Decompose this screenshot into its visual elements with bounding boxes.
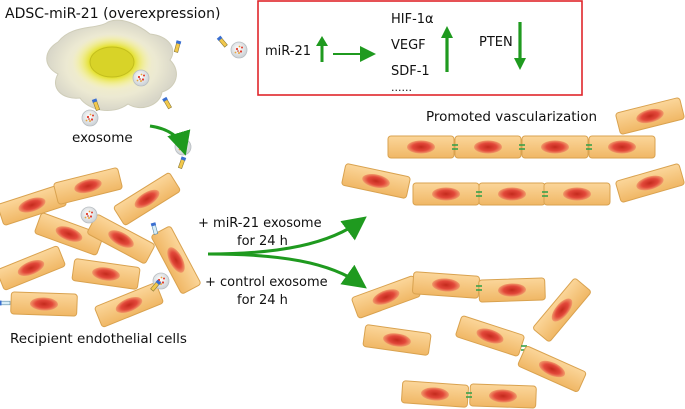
target-hif1a: HIF-1α — [391, 12, 434, 27]
recipient-label: Recipient endothelial cells — [10, 331, 187, 347]
endothelial-cell-icon — [0, 244, 67, 292]
mir21-label: miR-21 — [265, 44, 311, 59]
endothelial-cell-icon — [614, 162, 685, 204]
endothelial-cell-icon — [86, 213, 156, 265]
endothelial-cell-icon — [411, 271, 481, 299]
adsc-title: ADSC-miR-21 (overexpression) — [5, 6, 220, 22]
endothelial-cell-icon — [521, 135, 589, 159]
endothelial-cell-icon — [350, 274, 422, 320]
exosome-label: exosome — [72, 130, 133, 146]
recipient-cell-cluster — [0, 155, 202, 329]
endothelial-cell-icon — [454, 135, 522, 159]
control-treatment-line1: + control exosome — [205, 275, 328, 290]
mir21-treatment-line1: + miR-21 exosome — [198, 216, 322, 231]
endothelial-cell-icon — [469, 383, 537, 409]
exosome-to-cells-arrow — [149, 124, 191, 156]
mir21-treatment-line2: for 24 h — [237, 234, 288, 249]
stem-cell-icon — [46, 19, 177, 112]
target-more: ...... — [391, 81, 412, 94]
endothelial-cell-icon — [478, 182, 546, 206]
up-arrow-icon — [316, 36, 328, 62]
endothelial-cell-icon — [10, 291, 78, 317]
endothelial-cell-icon — [543, 182, 611, 206]
endothelial-cell-icon — [52, 166, 124, 206]
endothelial-cell-icon — [340, 162, 412, 200]
endothelial-cell-icon — [362, 324, 432, 356]
endothelial-cell-icon — [478, 277, 546, 303]
mechanism-box — [257, 0, 583, 96]
target-vegf: VEGF — [391, 38, 426, 53]
target-pten: PTEN — [479, 35, 513, 50]
control-cell-cluster — [350, 271, 593, 409]
endothelial-cell-icon — [588, 135, 656, 159]
control-treatment-line2: for 24 h — [237, 293, 288, 308]
endothelial-cell-icon — [412, 182, 480, 206]
promoted-label: Promoted vascularization — [426, 109, 597, 125]
target-sdf1: SDF-1 — [391, 64, 430, 79]
endothelial-cell-icon — [71, 258, 141, 290]
endothelial-cell-icon — [400, 380, 470, 408]
endothelial-cell-icon — [614, 96, 685, 136]
up-arrow-icon — [441, 26, 453, 72]
control-treatment-arrow — [207, 252, 367, 289]
endothelial-cell-icon — [454, 314, 526, 358]
down-arrow-icon — [514, 22, 526, 70]
endothelial-cell-icon — [112, 171, 182, 227]
endothelial-cell-icon — [387, 135, 455, 159]
